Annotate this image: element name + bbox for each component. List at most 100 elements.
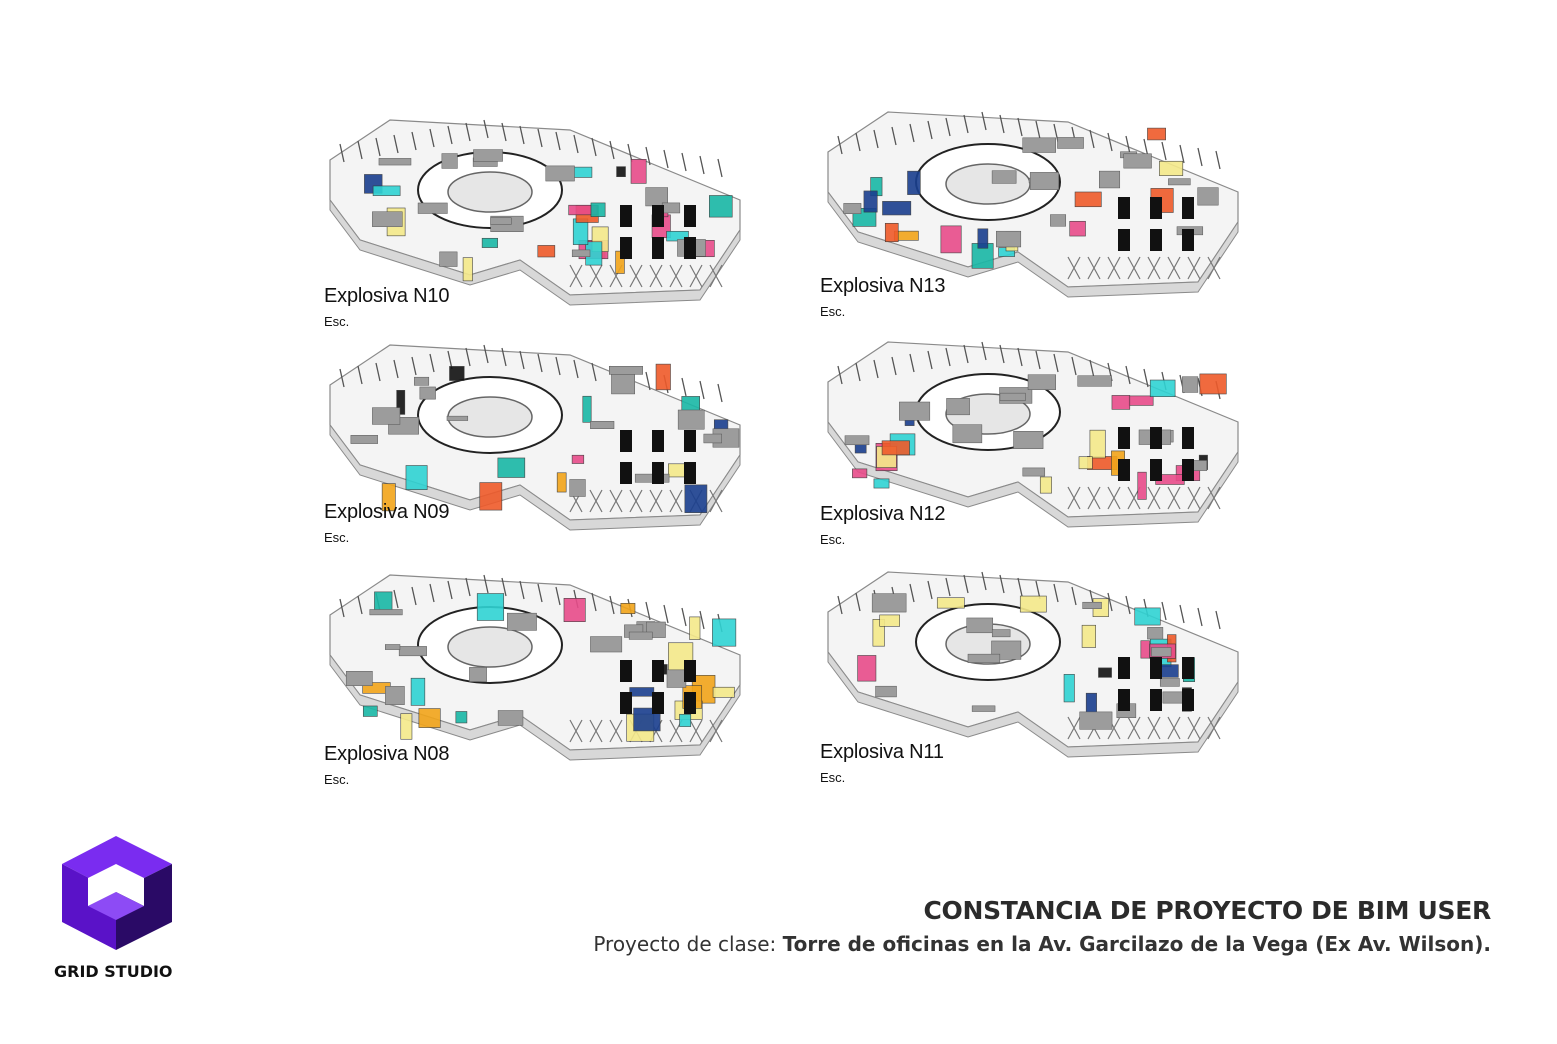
brace-mark [1107, 486, 1121, 510]
room-block [462, 257, 473, 282]
facade-fin [1161, 141, 1167, 161]
facade-fin [591, 137, 597, 157]
room-block [590, 202, 606, 217]
room-block [940, 225, 962, 254]
facade-fin [1053, 353, 1059, 373]
footer-subtitle-lead: Proyecto de clase: [593, 932, 783, 956]
facade-fin [837, 135, 843, 155]
footer-subtitle-project: Torre de oficinas en la Av. Garcilazo de… [782, 932, 1491, 956]
room-block [1019, 595, 1047, 613]
partition [545, 165, 575, 182]
drawing-n11 [818, 552, 1258, 772]
room-block [1199, 373, 1227, 395]
desk-block [620, 462, 632, 484]
partition [996, 230, 1022, 248]
facade-fin [873, 129, 879, 149]
partition [469, 667, 487, 682]
facade-fin [1035, 120, 1041, 140]
partition [372, 407, 401, 425]
facade-fin [699, 610, 705, 630]
facade-fin [357, 595, 363, 615]
facade-fin [627, 143, 633, 163]
facade-fin [429, 128, 435, 148]
drawing-label-n12: Explosiva N12 Esc. [820, 503, 945, 547]
facade-fin [1125, 365, 1131, 385]
facade-fin [909, 353, 915, 373]
partition [871, 593, 907, 613]
grid-studio-logo [62, 836, 172, 950]
room-block [1134, 607, 1161, 626]
facade-fin [645, 601, 651, 621]
footer-subtitle: Proyecto de clase: Torre de oficinas en … [593, 932, 1491, 956]
room-block [655, 363, 671, 391]
room-block [1137, 471, 1147, 500]
partition [946, 398, 970, 416]
facade-fin [927, 350, 933, 370]
desk-block [684, 660, 696, 682]
partition [952, 424, 983, 444]
partition [999, 392, 1026, 401]
partition [372, 211, 403, 227]
desk-block [652, 237, 664, 259]
core-stair [447, 626, 533, 668]
facade-fin [645, 371, 651, 391]
desk-block [684, 692, 696, 714]
drawing-title: Explosiva N11 [820, 741, 944, 763]
partition [843, 203, 862, 214]
slab-edge [329, 653, 741, 761]
partition [417, 202, 448, 214]
facade-fin [483, 119, 489, 139]
room-block [872, 619, 885, 647]
partition [1162, 691, 1186, 704]
facade-fin [537, 353, 543, 373]
room-block [1069, 220, 1086, 237]
brace-mark [629, 489, 643, 513]
partition [899, 401, 931, 421]
room-block [418, 708, 441, 728]
room-block [1111, 395, 1131, 410]
drawing-n09 [320, 325, 760, 545]
facade-fin [1179, 604, 1185, 624]
partition [1022, 137, 1056, 153]
desk-block [1182, 427, 1194, 449]
facade-fin [981, 571, 987, 591]
drawing-label-n11: Explosiva N11 Esc. [820, 741, 944, 785]
partition [441, 153, 458, 169]
room-block [879, 614, 900, 627]
facade-fin [609, 140, 615, 160]
facade-fin [927, 580, 933, 600]
facade-fin [945, 117, 951, 137]
brace-mark [589, 489, 603, 513]
partition [1182, 376, 1199, 393]
facade-fin [999, 344, 1005, 364]
room-block [449, 366, 465, 381]
drawing-n08 [320, 555, 760, 775]
slab-edge [827, 420, 1239, 528]
facade-fin [501, 122, 507, 142]
room-block [374, 591, 393, 613]
facade-fin [1071, 356, 1077, 376]
partition [1147, 627, 1164, 640]
brace-mark [1207, 486, 1221, 510]
room-block [1074, 191, 1102, 208]
room-block [481, 237, 498, 248]
brace-mark [1067, 716, 1081, 740]
facade-fin [945, 347, 951, 367]
facade-fin [393, 359, 399, 379]
drawing-n12 [818, 322, 1258, 542]
desk-block [1150, 657, 1162, 679]
facade-fin [855, 362, 861, 382]
room-block [537, 245, 556, 258]
room-block [405, 465, 428, 490]
facade-fin [1017, 577, 1023, 597]
slab-edge [827, 650, 1239, 758]
partition [446, 415, 469, 421]
facade-fin [555, 586, 561, 606]
brace-mark [649, 264, 663, 288]
facade-fin [1161, 601, 1167, 621]
room-block [712, 618, 737, 647]
room-block [1140, 640, 1150, 659]
facade-fin [609, 595, 615, 615]
room-block [684, 484, 708, 513]
facade-fin [1017, 117, 1023, 137]
